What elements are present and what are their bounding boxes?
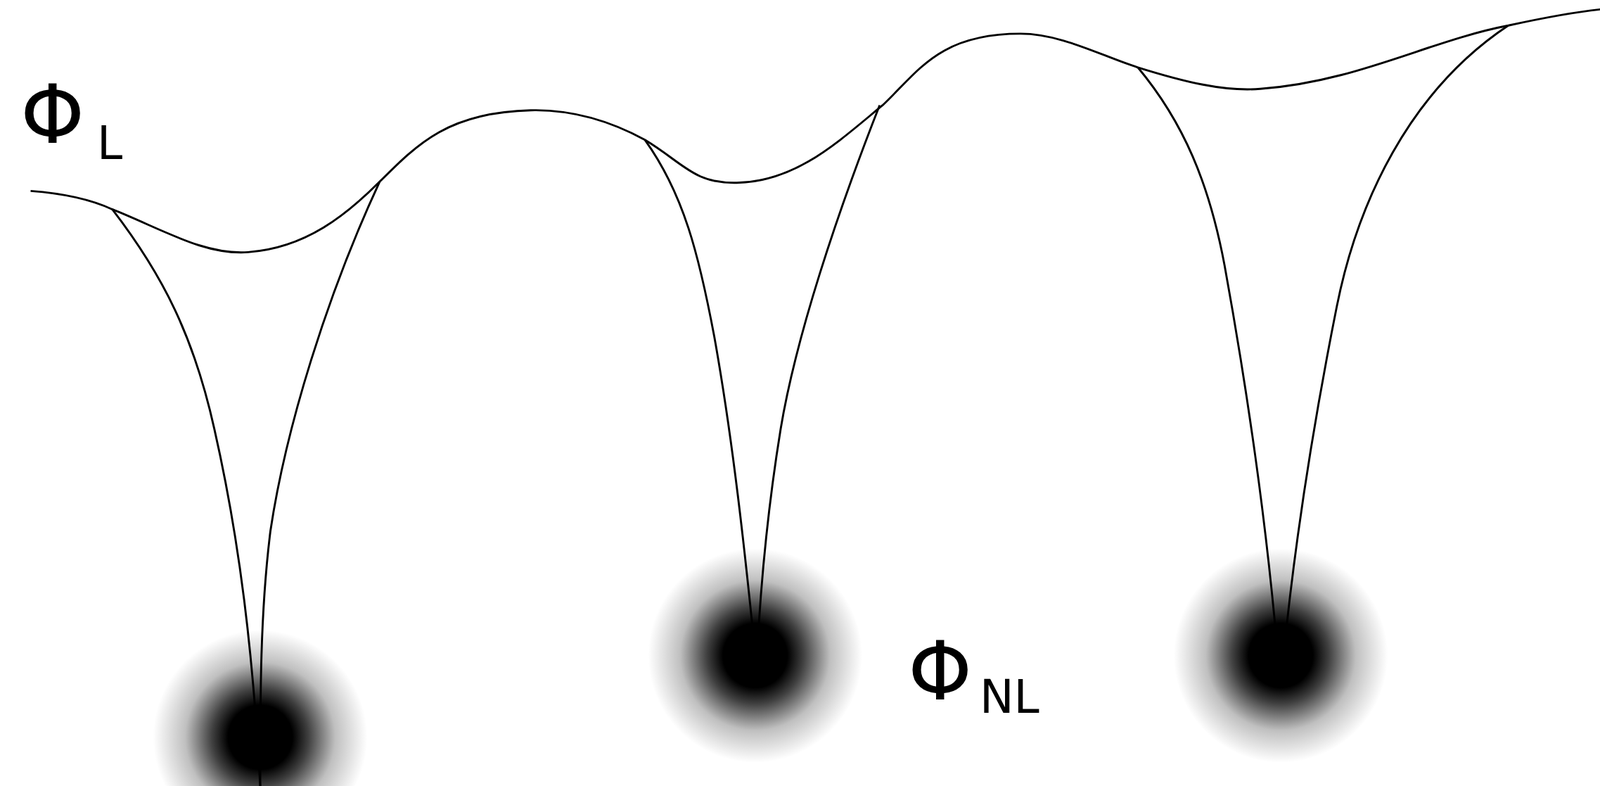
halo-blob [1173, 547, 1389, 763]
linear-potential-curve [30, 9, 1600, 253]
potential-well [260, 181, 380, 786]
subscript-label: NL [979, 673, 1040, 720]
potential-well [757, 104, 880, 653]
potential-well [644, 139, 756, 654]
potential-well [112, 208, 261, 786]
halo-blob [647, 547, 863, 763]
potential-symbol: Φ [907, 630, 972, 712]
potential-symbol: Φ [20, 73, 85, 156]
potential-well [1283, 25, 1508, 653]
potential-well [1137, 67, 1278, 654]
subscript-label: L [97, 120, 123, 166]
